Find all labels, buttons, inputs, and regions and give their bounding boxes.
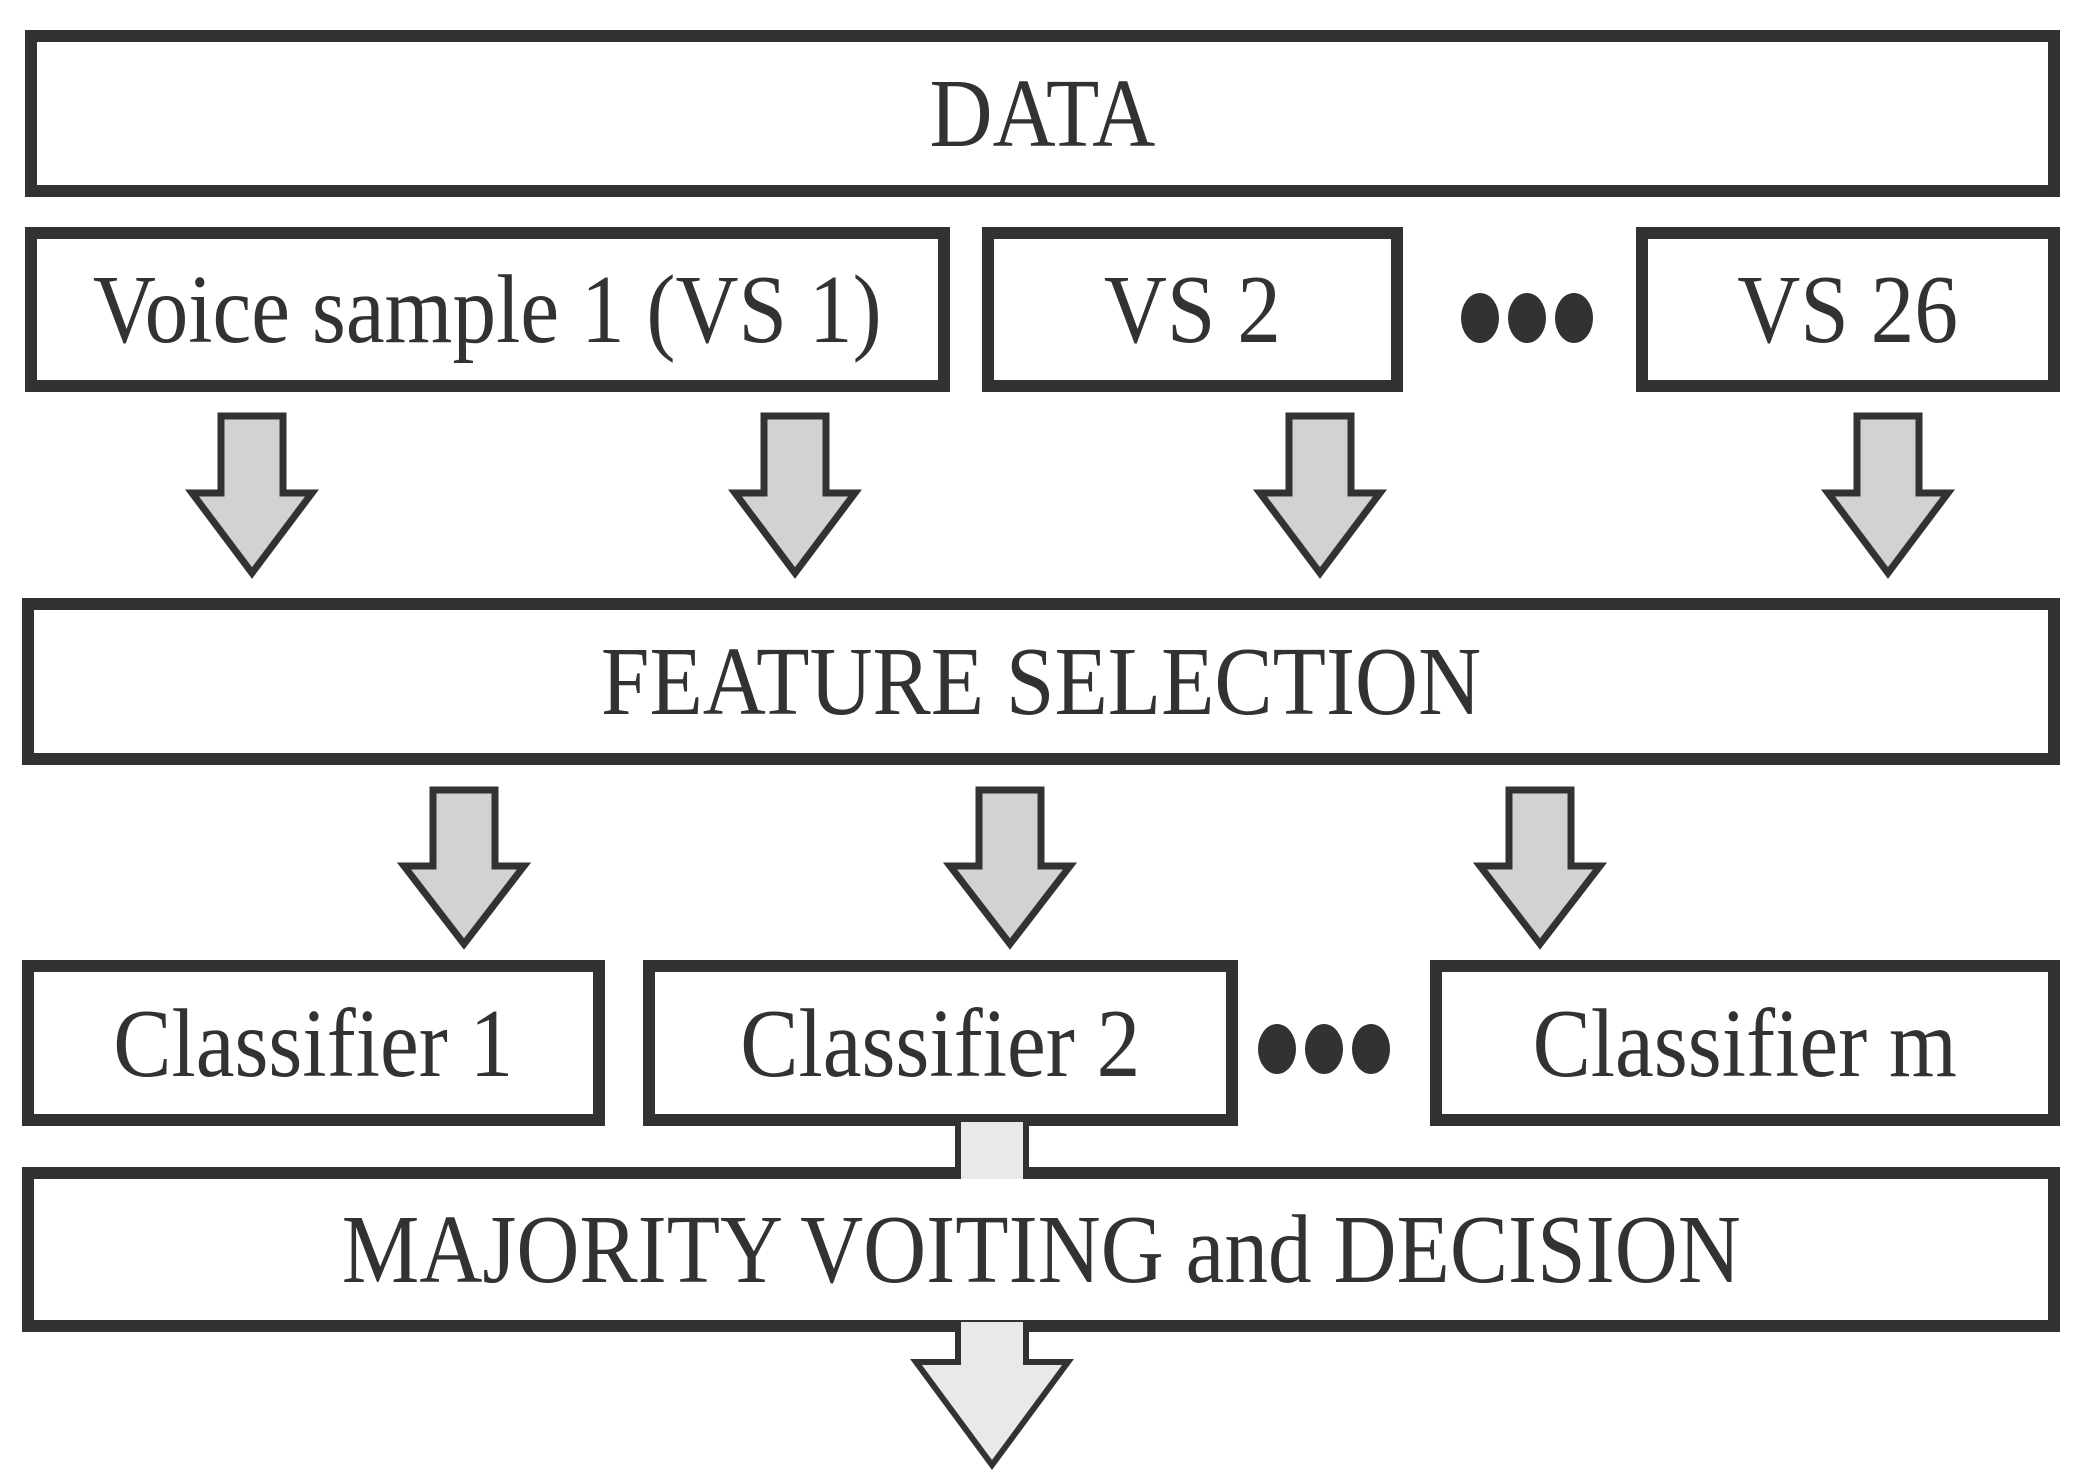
classifier-1-box: Classifier 1 (22, 960, 605, 1126)
down-arrow-icon (185, 412, 319, 579)
data-box-label: DATA (929, 60, 1156, 167)
classifier-1-label: Classifier 1 (113, 989, 514, 1097)
down-arrow-icon (1821, 412, 1955, 579)
ellipsis-dot (1352, 1024, 1390, 1074)
feature-selection-label: FEATURE SELECTION (600, 628, 1482, 735)
output-down-arrow-icon (910, 1322, 1074, 1471)
feature-selection-box: FEATURE SELECTION (22, 598, 2060, 765)
voice-samples-ellipsis (1461, 293, 1593, 343)
voice-sample-1-label: Voice sample 1 (VS 1) (93, 256, 882, 363)
data-box: DATA (25, 30, 2060, 197)
down-arrow-icon (728, 412, 862, 579)
voice-sample-26-label: VS 26 (1737, 256, 1959, 363)
majority-voting-decision-label: MAJORITY VOITING and DECISION (341, 1196, 1741, 1303)
ellipsis-dot (1258, 1024, 1296, 1074)
voice-sample-26-box: VS 26 (1636, 227, 2060, 392)
classifiers-ellipsis (1258, 1024, 1390, 1074)
classifier-2-label: Classifier 2 (740, 989, 1141, 1097)
down-arrow-icon (942, 786, 1078, 950)
ellipsis-dot (1305, 1024, 1343, 1074)
classifier-m-box: Classifier m (1430, 960, 2060, 1126)
down-arrow-icon (1253, 412, 1387, 579)
majority-voting-decision-box: MAJORITY VOITING and DECISION (22, 1167, 2060, 1332)
ellipsis-dot (1461, 293, 1499, 343)
down-arrow-icon (396, 786, 532, 950)
voice-sample-2-label: VS 2 (1103, 256, 1282, 363)
ellipsis-dot (1555, 293, 1593, 343)
voice-sample-1-box: Voice sample 1 (VS 1) (25, 227, 950, 392)
voice-sample-2-box: VS 2 (982, 227, 1403, 392)
classifier-2-box: Classifier 2 (643, 960, 1238, 1126)
classifier-m-label: Classifier m (1532, 989, 1958, 1097)
ellipsis-dot (1508, 293, 1546, 343)
down-arrow-icon (1472, 786, 1608, 950)
